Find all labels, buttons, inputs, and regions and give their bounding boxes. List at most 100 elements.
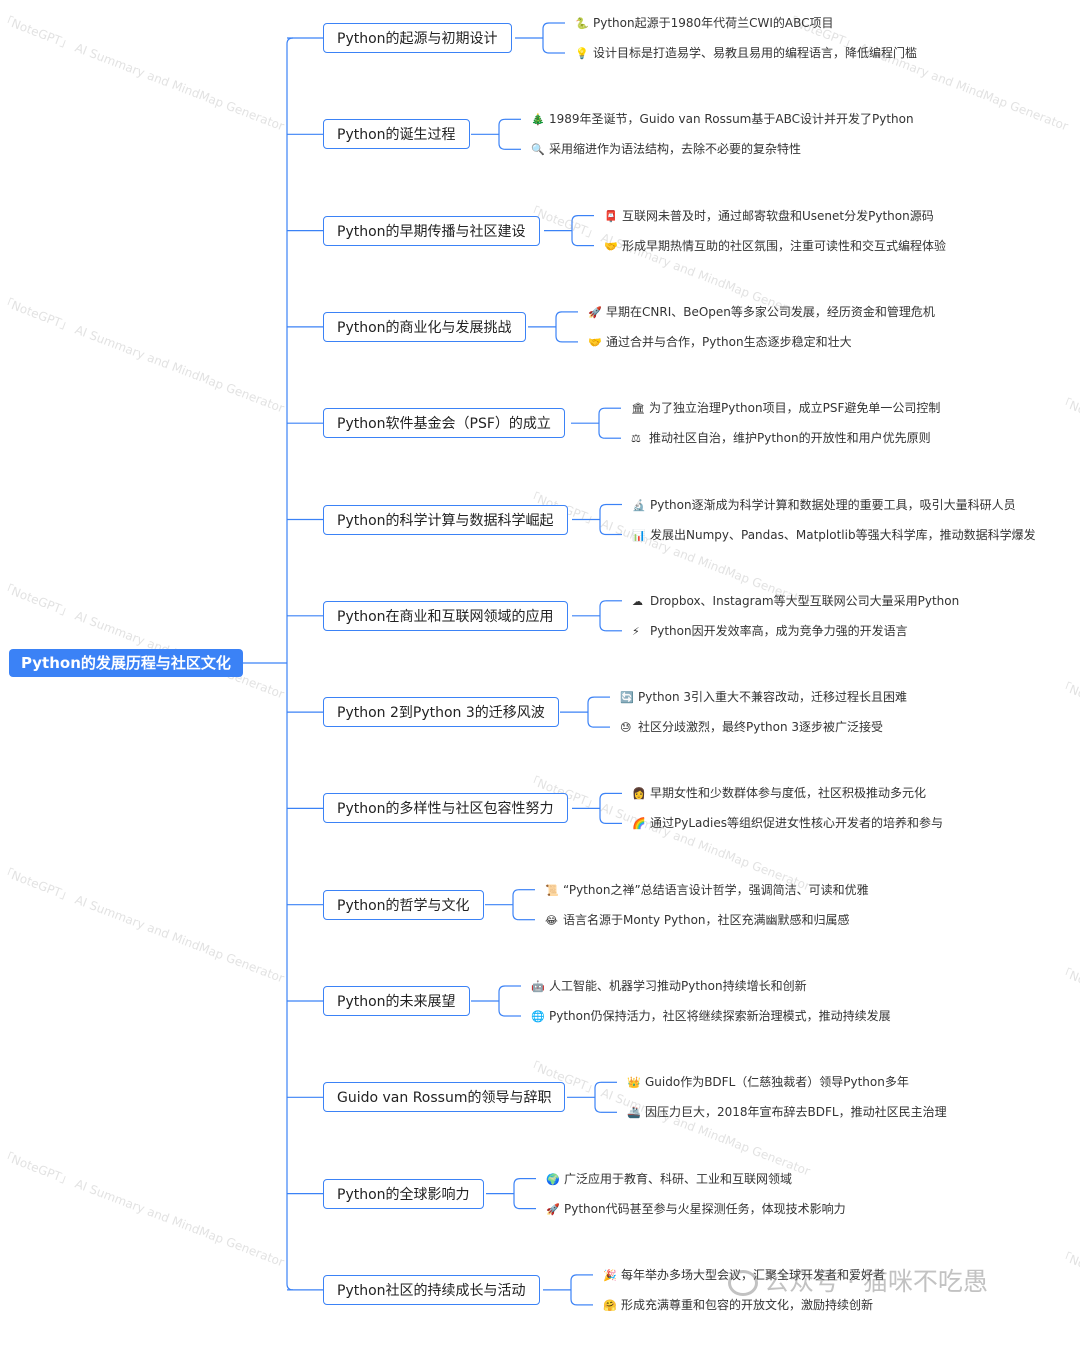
branch-node[interactable]: Python的哲学与文化 — [323, 889, 484, 920]
leaf-node[interactable]: 🚀 早期在CNRI、BeOpen等多家公司发展，经历资金和管理危机 — [588, 302, 935, 322]
branch-node[interactable]: Python 2到Python 3的迁移风波 — [323, 697, 559, 728]
leaf-text: 推动社区自治，维护Python的开放性和用户优先原则 — [649, 431, 931, 446]
branch-node[interactable]: Python的未来展望 — [323, 986, 470, 1016]
leaf-text: Python因开发效率高，成为竞争力强的开发语言 — [650, 623, 908, 638]
branch-node[interactable]: Python社区的持续成长与活动 — [323, 1274, 540, 1305]
leaf-bracket — [498, 118, 506, 150]
earth-icon: 🌍 — [546, 1172, 560, 1186]
root-node[interactable]: Python的发展历程与社区文化 — [9, 649, 243, 677]
christmas-tree-icon: 🎄 — [531, 113, 545, 127]
leaf-text: 形成充满尊重和包容的开放文化，激励持续创新 — [621, 1297, 874, 1312]
branch-node[interactable]: Python的诞生过程 — [323, 119, 470, 150]
leaf-node[interactable]: 🔬 Python逐渐成为科学计算和数据处理的重要工具，吸引大量科研人员 — [632, 495, 1016, 515]
leaf-text: 通过合并与合作，Python生态逐步稳定和壮大 — [606, 334, 852, 349]
branch-node[interactable]: Python的多样性与社区包容性努力 — [323, 793, 568, 824]
leaf-node[interactable]: 🌍广泛应用于教育、科研、工业和互联网领域 — [546, 1169, 792, 1189]
leaf-node[interactable]: 💡 设计目标是打造易学、易教且易用的编程语言，降低编程门槛 — [575, 43, 917, 63]
leaf-text: 为了独立治理Python项目，成立PSF避免单一公司控制 — [649, 401, 941, 416]
leaf-node[interactable]: 👑Guido作为BDFL（仁慈独裁者）领导Python多年 — [627, 1072, 909, 1092]
cloud-icon: ☁ — [632, 594, 643, 608]
leaf-text: Python代码甚至参与火星探测任务，体现技术影响力 — [564, 1201, 846, 1216]
leaf-bracket — [599, 792, 607, 824]
leaf-text: 采用缩进作为语法结构，去除不必要的复杂特性 — [549, 142, 802, 157]
leaf-text: 因压力巨大，2018年宣布辞去BDFL，推动社区民主治理 — [645, 1105, 947, 1120]
leaf-node[interactable]: ☁Dropbox、Instagram等大型互联网公司大量采用Python — [632, 591, 959, 611]
postbox-icon: 📮 — [604, 209, 618, 223]
leaf-text: Python 3引入重大不兼容改动，迁移过程长且困难 — [638, 690, 908, 705]
leaf-node[interactable]: 🤖人工智能、机器学习推动Python持续增长和创新 — [531, 976, 807, 996]
handshake-icon: 🤝 — [588, 335, 602, 349]
rocket-icon: 🚀 — [588, 305, 602, 319]
leaf-node[interactable]: 🔍采用缩进作为语法结构，去除不必要的复杂特性 — [531, 139, 801, 159]
leaf-node[interactable]: 🤗 形成充满尊重和包容的开放文化，激励持续创新 — [603, 1295, 873, 1315]
lightning-icon: ⚡ — [632, 624, 640, 638]
leaf-bracket — [571, 215, 579, 247]
leaf-node[interactable]: ⚖ 推动社区自治，维护Python的开放性和用户优先原则 — [631, 428, 931, 448]
leaf-text: Python起源于1980年代荷兰CWI的ABC项目 — [593, 16, 834, 30]
leaf-text: 互联网未普及时，通过邮寄软盘和Usenet分发Python源码 — [622, 208, 934, 223]
scroll-icon: 📜 — [545, 883, 559, 897]
leaf-node[interactable]: 🚀Python代码甚至参与火星探测任务，体现技术影响力 — [546, 1199, 846, 1219]
leaf-bracket — [513, 1178, 521, 1210]
leaf-bracket — [542, 22, 550, 54]
leaf-node[interactable]: 🤝 通过合并与合作，Python生态逐步稳定和壮大 — [588, 332, 852, 352]
branch-node[interactable]: Python的早期传播与社区建设 — [323, 215, 540, 246]
woman-icon: 👩 — [632, 787, 646, 801]
sweat-face-icon: 😓 — [620, 721, 632, 735]
party-popper-icon: 🎉 — [603, 1268, 617, 1282]
leaf-bracket — [598, 407, 606, 439]
leaf-node[interactable]: ⚡ Python因开发效率高，成为竞争力强的开发语言 — [632, 621, 908, 641]
microscope-icon: 🔬 — [632, 498, 646, 512]
leaf-text: 早期女性和少数群体参与度低，社区积极推动多元化 — [650, 786, 927, 801]
rainbow-icon: 🌈 — [632, 817, 646, 831]
leaf-text: 语言名源于Monty Python，社区充满幽默感和归属感 — [563, 912, 850, 927]
wechat-logo-icon — [728, 1270, 758, 1296]
leaf-node[interactable]: 😓社区分歧激烈，最终Python 3逐步被广泛接受 — [620, 717, 883, 737]
snake-icon: 🐍 — [575, 17, 589, 30]
branch-node[interactable]: Python的起源与初期设计 — [323, 23, 512, 53]
brand-text: 公众号 · 猫咪不吃愚 — [764, 1267, 988, 1296]
leaf-node[interactable]: 👩 早期女性和少数群体参与度低，社区积极推动多元化 — [632, 783, 926, 803]
leaf-bracket — [594, 1081, 602, 1113]
leaf-bracket — [587, 696, 595, 728]
institution-icon: 🏛 — [631, 402, 645, 416]
leaf-node[interactable]: 🌐Python仍保持活力，社区将继续探索新治理模式，推动持续发展 — [531, 1006, 891, 1026]
leaf-text: 早期在CNRI、BeOpen等多家公司发展，经历资金和管理危机 — [606, 304, 935, 319]
lightbulb-icon: 💡 — [575, 47, 589, 60]
leaf-node[interactable]: 📊发展出Numpy、Pandas、Matplotlib等强大科学库，推动数据科学… — [632, 525, 1036, 545]
branch-node[interactable]: Python在商业和互联网领域的应用 — [323, 600, 568, 631]
crown-icon: 👑 — [627, 1076, 641, 1090]
hugging-face-icon: 🤗 — [603, 1298, 617, 1312]
leaf-text: Python逐渐成为科学计算和数据处理的重要工具，吸引大量科研人员 — [650, 497, 1016, 512]
robot-icon: 🤖 — [531, 980, 545, 993]
branch-node[interactable]: Guido van Rossum的领导与辞职 — [323, 1082, 566, 1113]
leaf-node[interactable]: 🤝形成早期热情互助的社区氛围，注重可读性和交互式编程体验 — [604, 236, 946, 256]
leaf-text: “Python之禅”总结语言设计哲学，强调简洁、可读和优雅 — [563, 882, 869, 897]
leaf-text: 通过PyLadies等组织促进女性核心开发者的培养和参与 — [650, 816, 943, 831]
leaf-node[interactable]: 🏛 为了独立治理Python项目，成立PSF避免单一公司控制 — [631, 398, 940, 418]
balance-scale-icon: ⚖ — [631, 432, 641, 446]
leaf-node[interactable]: 😂语言名源于Monty Python，社区充满幽默感和归属感 — [545, 910, 850, 930]
leaf-node[interactable]: 📜 “Python之禅”总结语言设计哲学，强调简洁、可读和优雅 — [545, 880, 869, 900]
leaf-node[interactable]: 🎄 1989年圣诞节，Guido van Rossum基于ABC设计并开发了Pyt… — [531, 109, 914, 129]
branch-node[interactable]: Python的科学计算与数据科学崛起 — [323, 504, 568, 535]
leaf-node[interactable]: 🔄 Python 3引入重大不兼容改动，迁移过程长且困难 — [620, 687, 907, 707]
leaf-node[interactable]: 🌈 通过PyLadies等组织促进女性核心开发者的培养和参与 — [632, 813, 943, 833]
leaf-text: 设计目标是打造易学、易教且易用的编程语言，降低编程门槛 — [593, 46, 918, 60]
leaf-text: 发展出Numpy、Pandas、Matplotlib等强大科学库，推动数据科学爆… — [650, 527, 1036, 542]
refresh-icon: 🔄 — [620, 691, 634, 705]
branch-node[interactable]: Python的商业化与发展挑战 — [323, 311, 526, 342]
leaf-bracket — [599, 503, 607, 536]
branch-node[interactable]: Python的全球影响力 — [323, 1178, 484, 1209]
leaf-node[interactable]: 🚢因压力巨大，2018年宣布辞去BDFL，推动社区民主治理 — [627, 1102, 947, 1122]
leaf-bracket — [512, 889, 520, 921]
leaf-text: 1989年圣诞节，Guido van Rossum基于ABC设计并开发了Pyth… — [549, 112, 914, 127]
mindmap-diagram — [232, 22, 622, 1306]
globe-icon: 🌐 — [531, 1010, 545, 1023]
brand-watermark: 公众号 · 猫咪不吃愚 — [728, 1262, 988, 1302]
leaf-node[interactable]: 🐍 Python起源于1980年代荷兰CWI的ABC项目 — [575, 13, 834, 33]
trunk-line — [286, 37, 294, 1291]
branch-node[interactable]: Python软件基金会（PSF）的成立 — [323, 408, 565, 439]
leaf-node[interactable]: 📮 互联网未普及时，通过邮寄软盘和Usenet分发Python源码 — [604, 206, 934, 226]
leaf-bracket — [599, 600, 607, 632]
